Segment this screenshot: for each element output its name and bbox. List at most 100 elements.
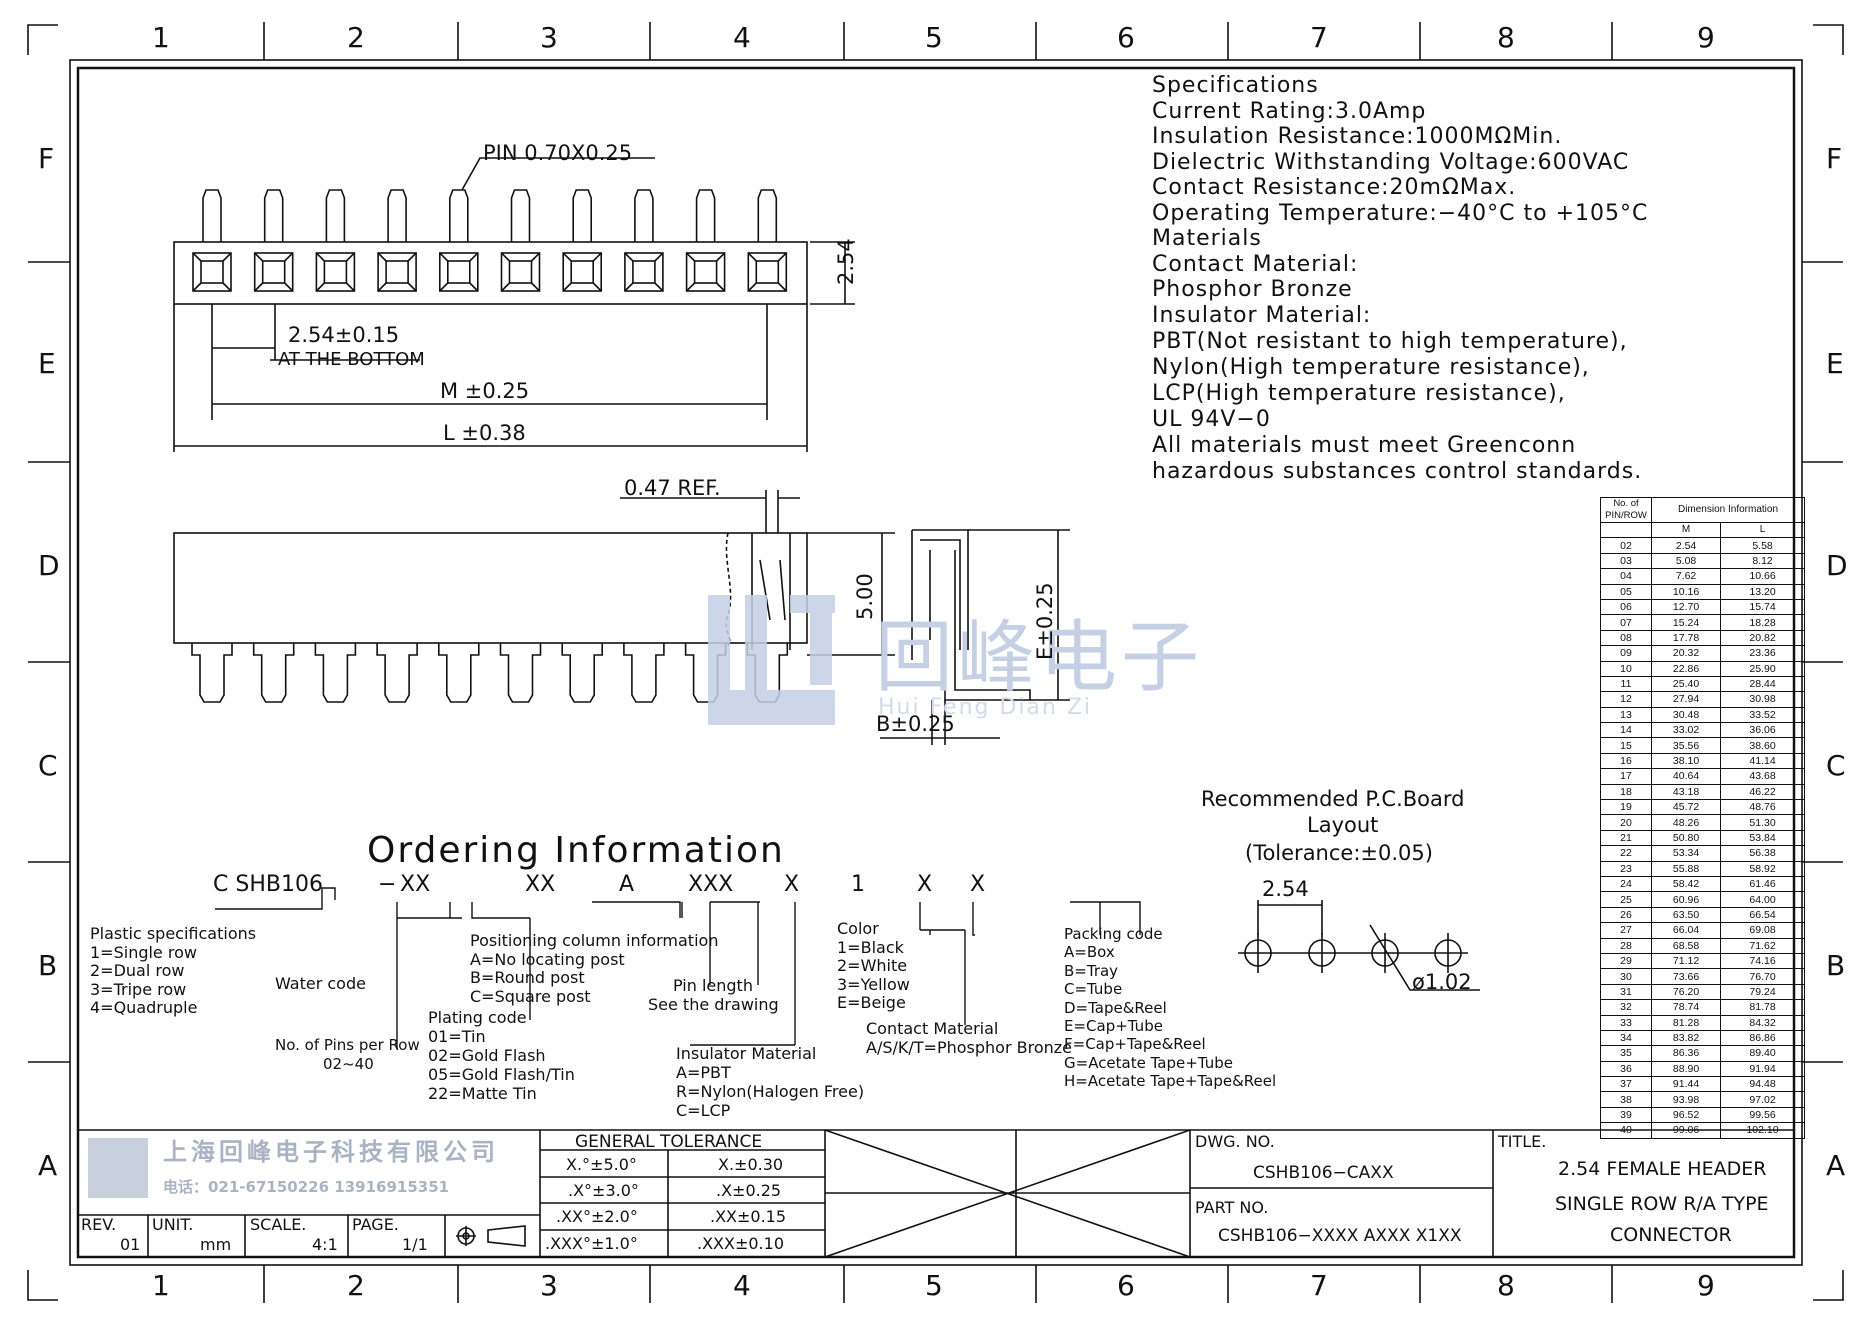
table-cell: 74.16 bbox=[1720, 952, 1805, 970]
table-cell: 02 bbox=[1600, 537, 1652, 554]
legend-line: No. of Pins per Row bbox=[275, 1036, 420, 1054]
company-phone: 电话：021-67150226 13916915351 bbox=[163, 1178, 450, 1196]
zone-top-9: 9 bbox=[1697, 21, 1715, 54]
table-cell: 66.04 bbox=[1650, 922, 1722, 939]
pin-side bbox=[499, 643, 542, 703]
legend-line: 22=Matte Tin bbox=[428, 1084, 537, 1103]
table-cell: 68.58 bbox=[1650, 937, 1722, 954]
zone-left-d: D bbox=[38, 549, 60, 582]
table-cell: 63.50 bbox=[1650, 906, 1722, 924]
table-cell: 96.52 bbox=[1650, 1106, 1722, 1124]
legend-line: A=PBT bbox=[676, 1063, 731, 1082]
zone-right-f: F bbox=[1826, 142, 1843, 175]
unit-label: UNIT. bbox=[152, 1215, 194, 1234]
socket-outer bbox=[562, 252, 603, 292]
table-cell: 71.12 bbox=[1650, 952, 1722, 970]
table-cell: 30.98 bbox=[1720, 691, 1805, 708]
title-line-1: 2.54 FEMALE HEADER bbox=[1558, 1158, 1767, 1180]
table-cell: 71.62 bbox=[1720, 937, 1805, 954]
socket-outer bbox=[315, 252, 356, 292]
order-code-segment: C SHB106 bbox=[213, 872, 323, 897]
table-cell: 35.56 bbox=[1650, 737, 1722, 754]
table-cell: 22.86 bbox=[1650, 660, 1722, 677]
table-cell: 12 bbox=[1600, 691, 1652, 708]
zone-top-4: 4 bbox=[733, 21, 751, 54]
pin-side bbox=[438, 643, 480, 703]
socket-inner bbox=[570, 260, 595, 284]
table-cell: 33 bbox=[1600, 1014, 1652, 1031]
tol-linear-0: X.±0.30 bbox=[718, 1155, 784, 1174]
socket-inner bbox=[446, 260, 471, 284]
table-cell: 46.22 bbox=[1720, 783, 1805, 801]
zone-bottom-3: 3 bbox=[540, 1269, 558, 1302]
spec-line: Operating Temperature:−40°C to +105°C bbox=[1152, 200, 1649, 226]
socket-outer bbox=[438, 252, 479, 292]
socket-inner bbox=[755, 260, 780, 284]
table-cell: 33.52 bbox=[1720, 706, 1805, 724]
unit-value: mm bbox=[200, 1235, 232, 1254]
table-cell: 38.10 bbox=[1650, 752, 1722, 770]
legend-line: 2=Dual row bbox=[90, 961, 185, 980]
table-cell: 06 bbox=[1600, 598, 1652, 616]
table-cell: 43.18 bbox=[1650, 783, 1722, 801]
pcb-title: Recommended P.C.Board bbox=[1201, 787, 1465, 811]
legend-line: B=Round post bbox=[470, 968, 585, 987]
pcb-hole-size: ø1.02 bbox=[1412, 970, 1472, 994]
zone-top-3: 3 bbox=[540, 21, 558, 54]
table-cell: 05 bbox=[1600, 583, 1652, 600]
zone-top-6: 6 bbox=[1117, 21, 1135, 54]
table-cell: 81.78 bbox=[1720, 999, 1805, 1016]
legend-line: B=Tray bbox=[1064, 961, 1119, 980]
order-code-segment: X bbox=[970, 872, 986, 897]
table-cell: 66.54 bbox=[1720, 906, 1805, 924]
page-value: 1/1 bbox=[402, 1235, 428, 1254]
tol-angle-0: X.°±5.0° bbox=[566, 1155, 637, 1174]
tol-angle-1: .X°±3.0° bbox=[568, 1181, 639, 1200]
table-cell: 41.14 bbox=[1720, 752, 1805, 770]
table-cell: 40.64 bbox=[1650, 768, 1722, 785]
table-cell: 91.44 bbox=[1650, 1076, 1722, 1093]
legend-line: A=No locating post bbox=[470, 949, 625, 969]
table-cell: 16 bbox=[1600, 752, 1652, 770]
pin-top bbox=[757, 189, 778, 242]
pin-top bbox=[510, 189, 531, 242]
table-cell: 17.78 bbox=[1650, 629, 1722, 647]
legend-line: 02=Gold Flash bbox=[428, 1046, 546, 1065]
pin-side bbox=[561, 643, 603, 703]
table-cell: 60.96 bbox=[1650, 891, 1722, 908]
pcb-layout bbox=[1238, 900, 1480, 991]
watermark-logo bbox=[708, 595, 835, 725]
dimtable-col-l: L bbox=[1720, 521, 1805, 539]
pcb-pitch: 2.54 bbox=[1262, 877, 1309, 901]
pin-top bbox=[387, 189, 407, 242]
part-no-value: CSHB106−XXXX AXXX X1XX bbox=[1218, 1226, 1462, 1246]
pin-side bbox=[191, 643, 233, 703]
zone-right-d: D bbox=[1826, 549, 1848, 582]
body-height-label: 5.00 bbox=[853, 573, 877, 620]
spec-line: hazardous substances control standards. bbox=[1152, 458, 1643, 484]
socket-outer bbox=[685, 252, 726, 292]
spec-line: Contact Material: bbox=[1152, 251, 1359, 277]
legend-line: Packing code bbox=[1064, 925, 1163, 943]
table-cell: 25.40 bbox=[1650, 675, 1722, 693]
socket-inner bbox=[200, 260, 224, 284]
order-code-segment: 1 bbox=[851, 872, 865, 897]
pcb-tolerance: (Tolerance:±0.05) bbox=[1245, 841, 1433, 865]
